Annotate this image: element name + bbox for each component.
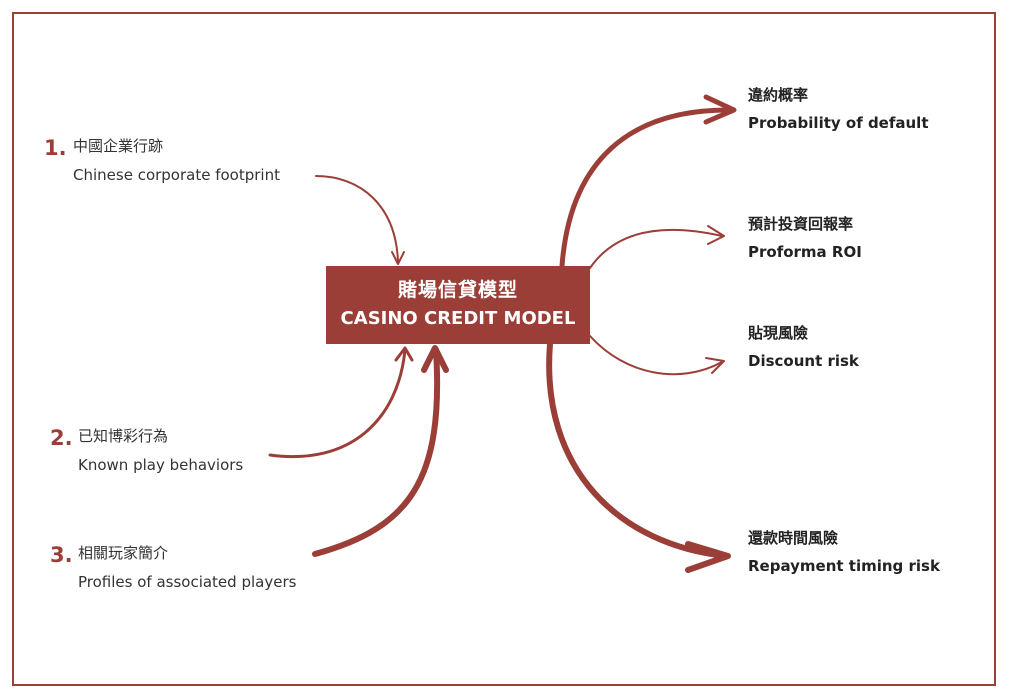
output-label-zh-1: 違約概率 bbox=[748, 86, 809, 104]
arrow-output-4-head bbox=[685, 541, 731, 573]
output-label-en-1: Probability of default bbox=[748, 114, 929, 132]
diagram-frame bbox=[12, 12, 996, 686]
arrow-output-2-head bbox=[707, 225, 725, 245]
center-title-zh: 賭場信貸模型 bbox=[397, 279, 518, 301]
output-label-en-4: Repayment timing risk bbox=[748, 557, 940, 575]
output-label-zh-4: 還款時間風險 bbox=[748, 529, 839, 547]
output-label-zh-2: 預計投資回報率 bbox=[748, 215, 854, 233]
input-label-en-1: Chinese corporate footprint bbox=[73, 166, 280, 184]
input-number-3: 3. bbox=[50, 543, 73, 567]
input-label-zh-2: 已知博彩行為 bbox=[78, 427, 169, 445]
arrow-input-1 bbox=[315, 175, 399, 263]
arrow-output-1 bbox=[559, 107, 731, 269]
arrow-output-4 bbox=[546, 341, 729, 559]
center-title-en: CASINO CREDIT MODEL bbox=[340, 308, 576, 329]
input-number-1: 1. bbox=[44, 136, 67, 160]
input-label-en-3: Profiles of associated players bbox=[78, 573, 297, 591]
arrow-output-3 bbox=[589, 335, 723, 376]
arrow-output-1-head bbox=[703, 94, 737, 125]
arrow-input-1-head bbox=[391, 251, 405, 265]
arrow-input-3-head bbox=[421, 345, 449, 373]
input-item-2: 2. 已知博彩行為 Known play behaviors bbox=[50, 426, 243, 475]
arrow-output-2 bbox=[589, 228, 723, 269]
input-label-zh-1: 中國企業行跡 bbox=[73, 137, 164, 155]
arrow-output-3-head bbox=[705, 357, 725, 374]
arrow-input-3 bbox=[312, 347, 441, 557]
input-label-zh-3: 相關玩家簡介 bbox=[78, 544, 169, 562]
input-item-1: 1. 中國企業行跡 Chinese corporate footprint bbox=[44, 136, 280, 185]
input-number-2: 2. bbox=[50, 426, 73, 450]
output-label-en-3: Discount risk bbox=[748, 352, 859, 370]
output-label-en-2: Proforma ROI bbox=[748, 243, 862, 261]
output-item-4: 還款時間風險 Repayment timing risk bbox=[748, 528, 940, 576]
output-item-1: 違約概率 Probability of default bbox=[748, 85, 929, 133]
output-item-3: 貼現風險 Discount risk bbox=[748, 323, 859, 371]
center-node: 賭場信貸模型 CASINO CREDIT MODEL bbox=[326, 266, 590, 344]
input-label-en-2: Known play behaviors bbox=[78, 456, 244, 474]
arrow-input-2-head bbox=[394, 346, 414, 362]
output-label-zh-3: 貼現風險 bbox=[748, 324, 809, 342]
input-item-3: 3. 相關玩家簡介 Profiles of associated players bbox=[50, 543, 296, 592]
output-item-2: 預計投資回報率 Proforma ROI bbox=[748, 214, 862, 262]
arrow-input-2 bbox=[268, 348, 407, 458]
